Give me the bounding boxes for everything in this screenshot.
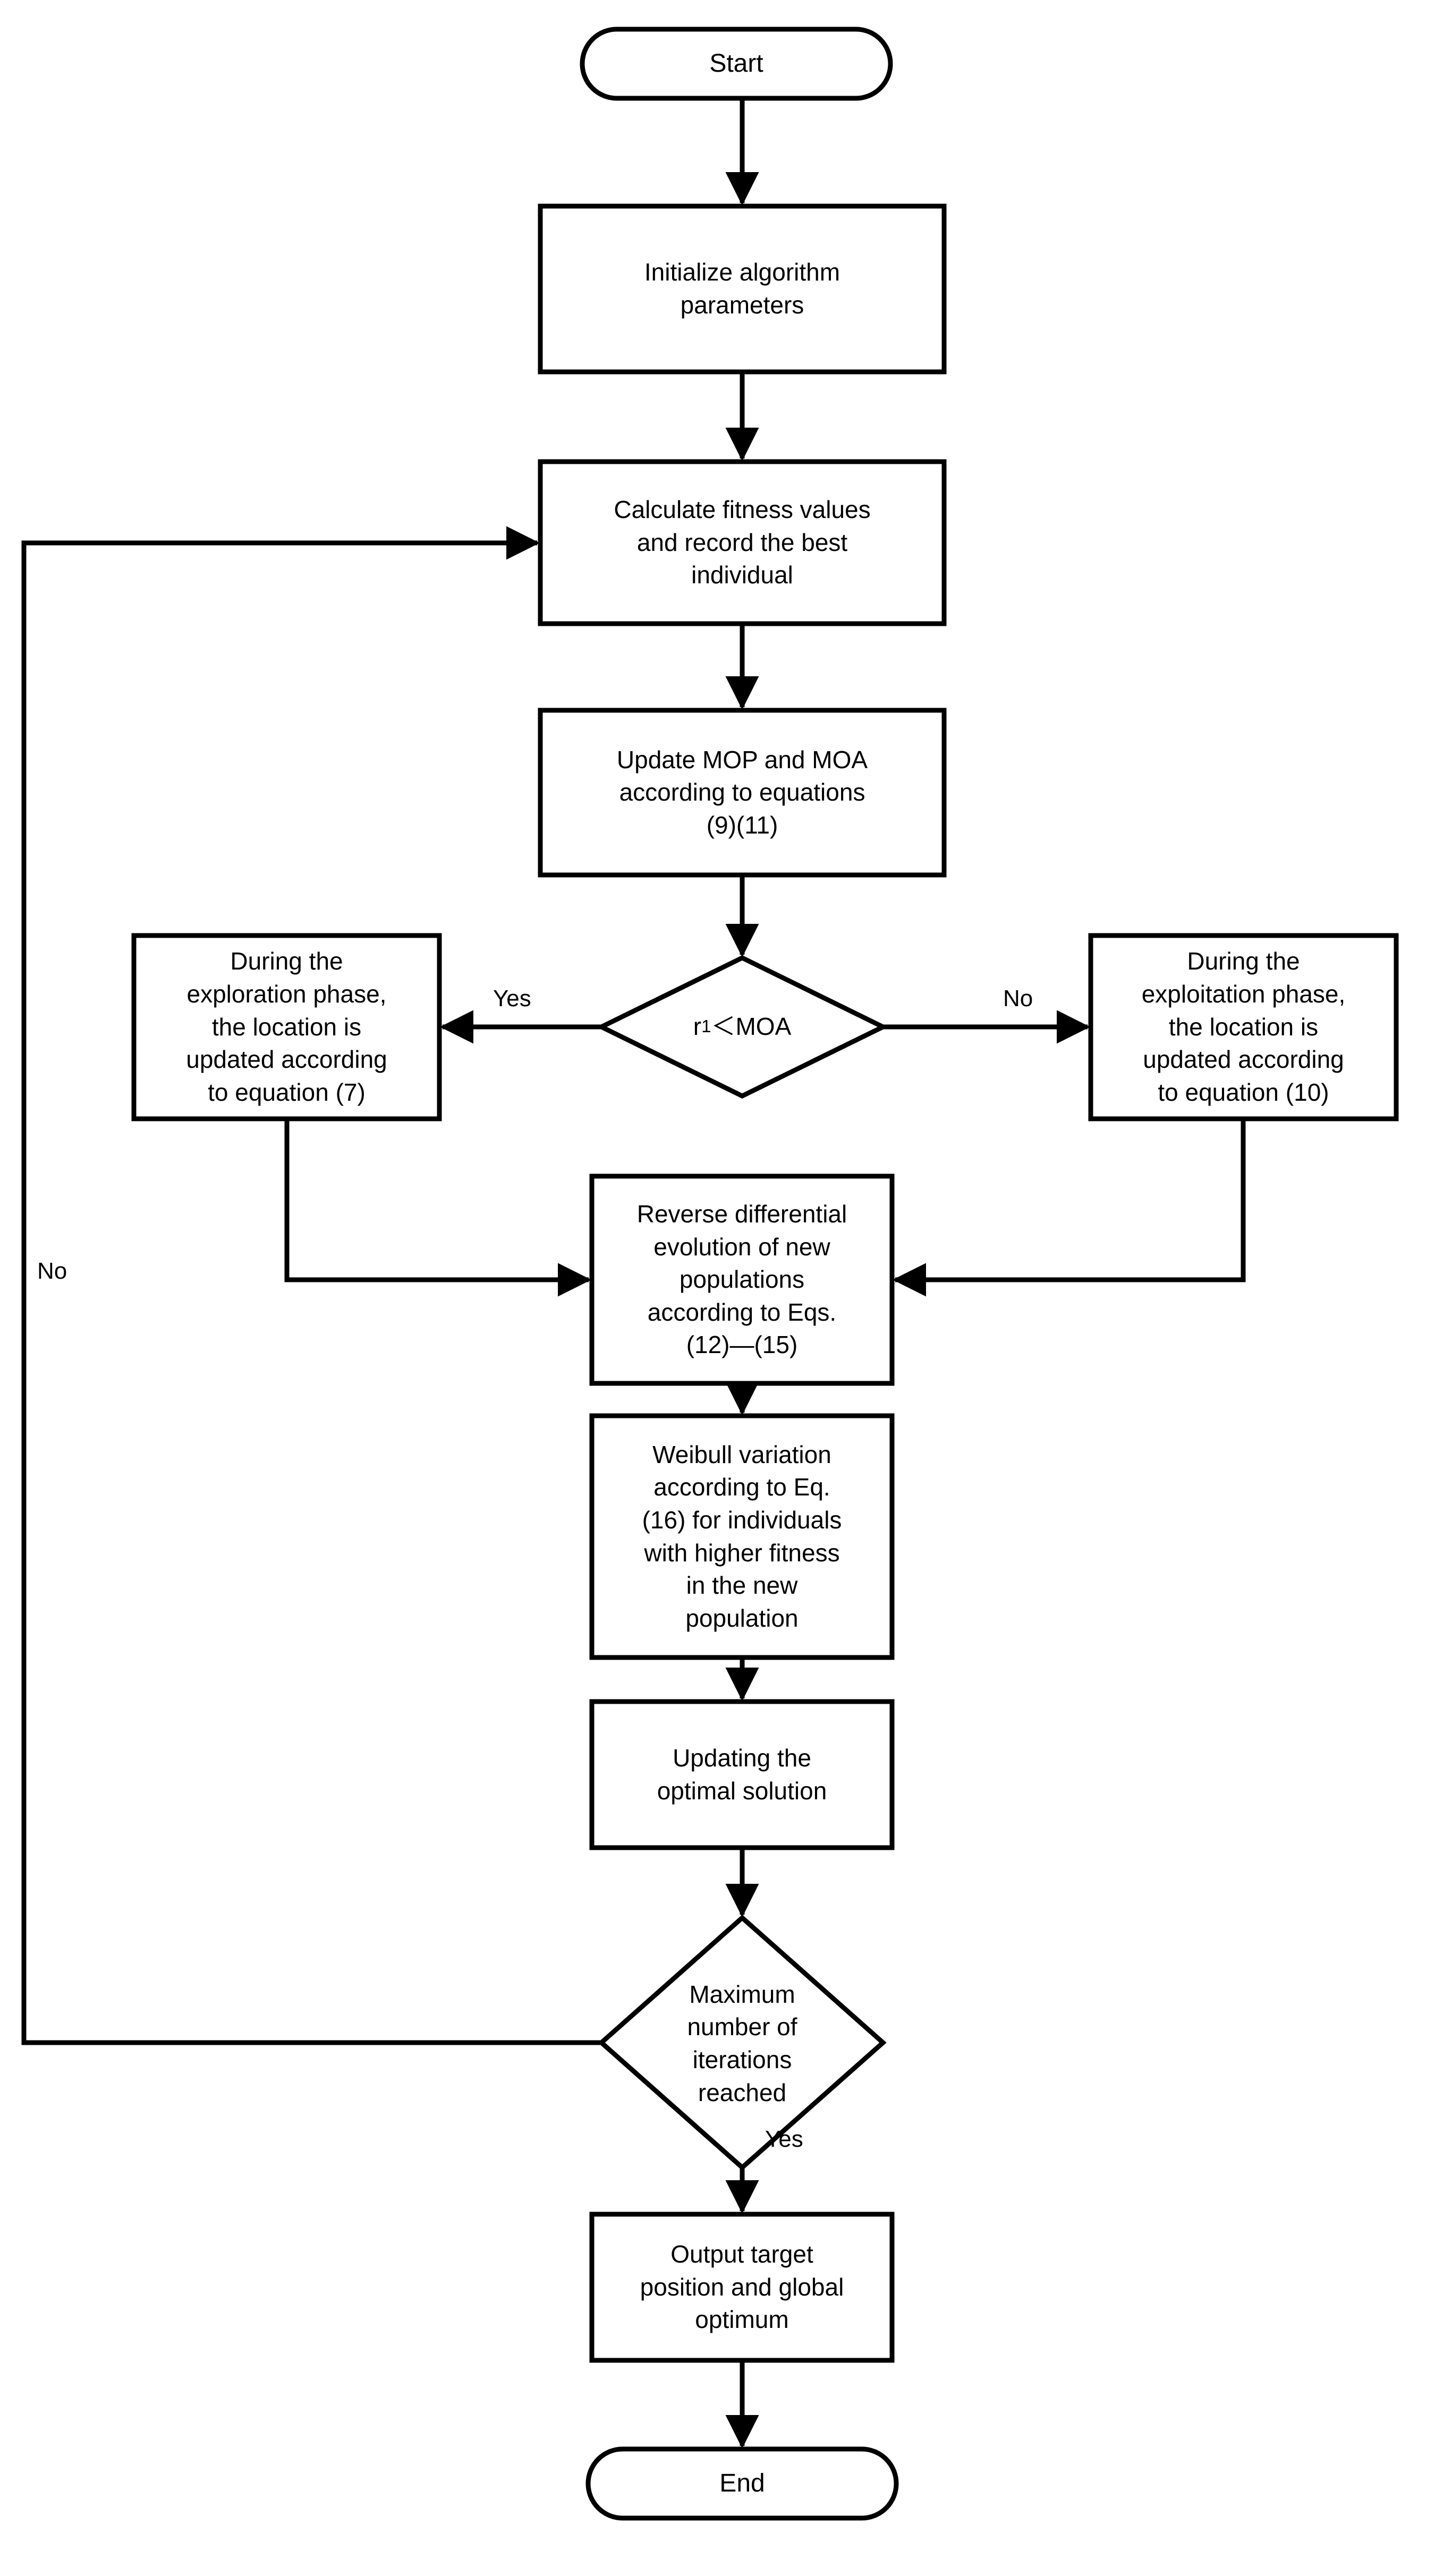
node-shape-reverse-de [589,1174,895,1386]
node-shape-decision-moa [596,955,889,1099]
edge-label-loop-no: No [37,1258,67,1284]
node-shape-init [538,203,947,375]
edge-exploitation-to-reverse-de [892,1119,1246,1297]
node-shape-exploitation [1088,933,1399,1121]
node-shape-output [589,2212,895,2363]
node-shape-update-mop-moa [538,708,947,878]
edge-label-moa-no: No [1003,985,1033,1011]
node-shape-end [585,2446,899,2521]
edge-exploration-to-reverse-de [284,1119,592,1297]
edge-label-maxiter-yes: Yes [765,2126,803,2152]
node-shape-start [580,27,893,101]
node-shape-update-optimal [589,1699,895,1850]
node-shape-weibull [589,1413,895,1660]
edge-decision-max-iter-to-fitness-loop [21,526,601,2045]
node-shape-exploration [131,933,442,1121]
edge-label-moa-yes: Yes [493,985,531,1011]
node-shape-fitness [538,459,947,626]
node-shape-decision-max-iter [598,1914,887,2171]
